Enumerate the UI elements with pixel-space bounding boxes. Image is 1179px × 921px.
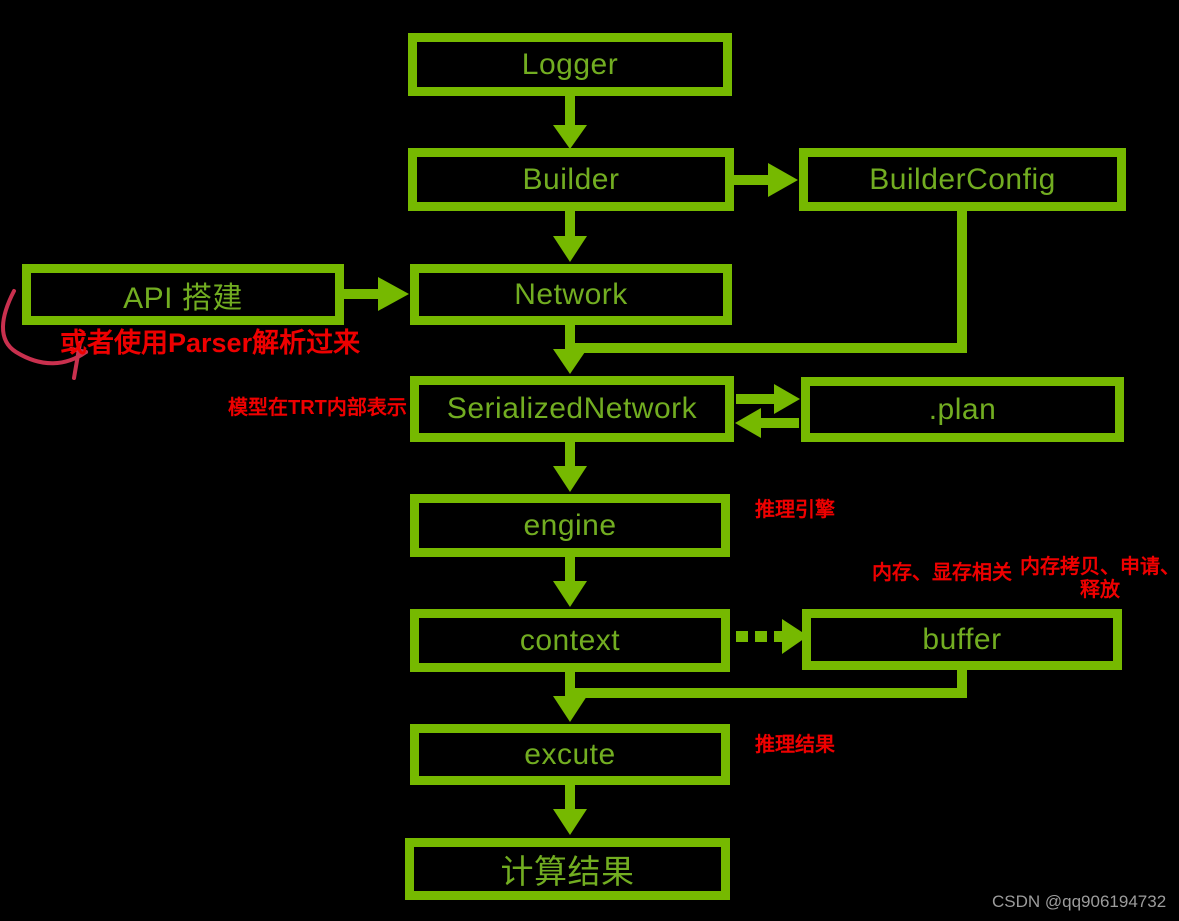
node-context-label: context [519, 623, 621, 657]
node-network-label: Network [514, 277, 628, 311]
node-result-label: 计算结果 [500, 853, 635, 890]
arrowhead [553, 581, 587, 607]
node-engine: engine [410, 494, 730, 557]
annotation-parser: 或者使用Parser解析过来 [60, 328, 361, 358]
arrowhead [553, 809, 587, 835]
edge-buffer-elbow [570, 668, 967, 698]
dotted-dash [755, 631, 767, 642]
arrowhead [735, 408, 761, 438]
node-buffer: buffer [802, 609, 1122, 670]
node-plan-label: .plan [928, 392, 997, 426]
handdrawn-arrow [1, 289, 88, 366]
arrowhead [553, 125, 587, 149]
node-buffer-label: buffer [922, 622, 1002, 656]
node-builder-label: Builder [522, 162, 620, 196]
node-engine-label: engine [523, 508, 617, 542]
dotted-dash [736, 631, 748, 642]
node-result: 计算结果 [405, 838, 730, 900]
node-builder-config: BuilderConfig [799, 148, 1126, 211]
node-builder-config-label: BuilderConfig [869, 162, 1056, 196]
arrowhead [774, 384, 800, 414]
dotted-dash [774, 631, 786, 642]
annotation-memory-ops: 内存拷贝、申请、释放 [1020, 556, 1179, 601]
node-logger-label: Logger [521, 47, 619, 81]
node-excute-label: excute [524, 737, 616, 771]
annotation-inference-engine: 推理引擎 [755, 499, 835, 521]
annotation-inference-result: 推理结果 [755, 734, 835, 756]
node-context: context [410, 609, 730, 672]
arrowhead [553, 236, 587, 262]
arrowhead [553, 349, 587, 374]
annotation-trt-internal: 模型在TRT内部表示 [228, 397, 407, 419]
annotation-memory-related: 内存、显存相关 [872, 562, 1012, 584]
arrowhead [782, 619, 808, 654]
node-plan: .plan [801, 377, 1124, 442]
node-builder: Builder [408, 148, 734, 211]
csdn-watermark: CSDN @qq906194732 [992, 892, 1167, 911]
arrowhead [553, 696, 587, 722]
arrowhead [553, 466, 587, 492]
node-logger: Logger [408, 33, 732, 96]
node-serialized-network-label: SerializedNetwork [446, 392, 698, 425]
arrowhead [378, 277, 409, 311]
handdrawn-arrow-tip [72, 341, 82, 380]
node-excute: excute [410, 724, 730, 785]
arrowhead [768, 163, 798, 197]
node-api-build-label: API 搭建 [123, 281, 243, 315]
node-serialized-network: SerializedNetwork [410, 376, 734, 442]
node-network: Network [410, 264, 732, 325]
edge-builderconfig-elbow [572, 211, 967, 353]
node-api-build: API 搭建 [22, 264, 344, 325]
